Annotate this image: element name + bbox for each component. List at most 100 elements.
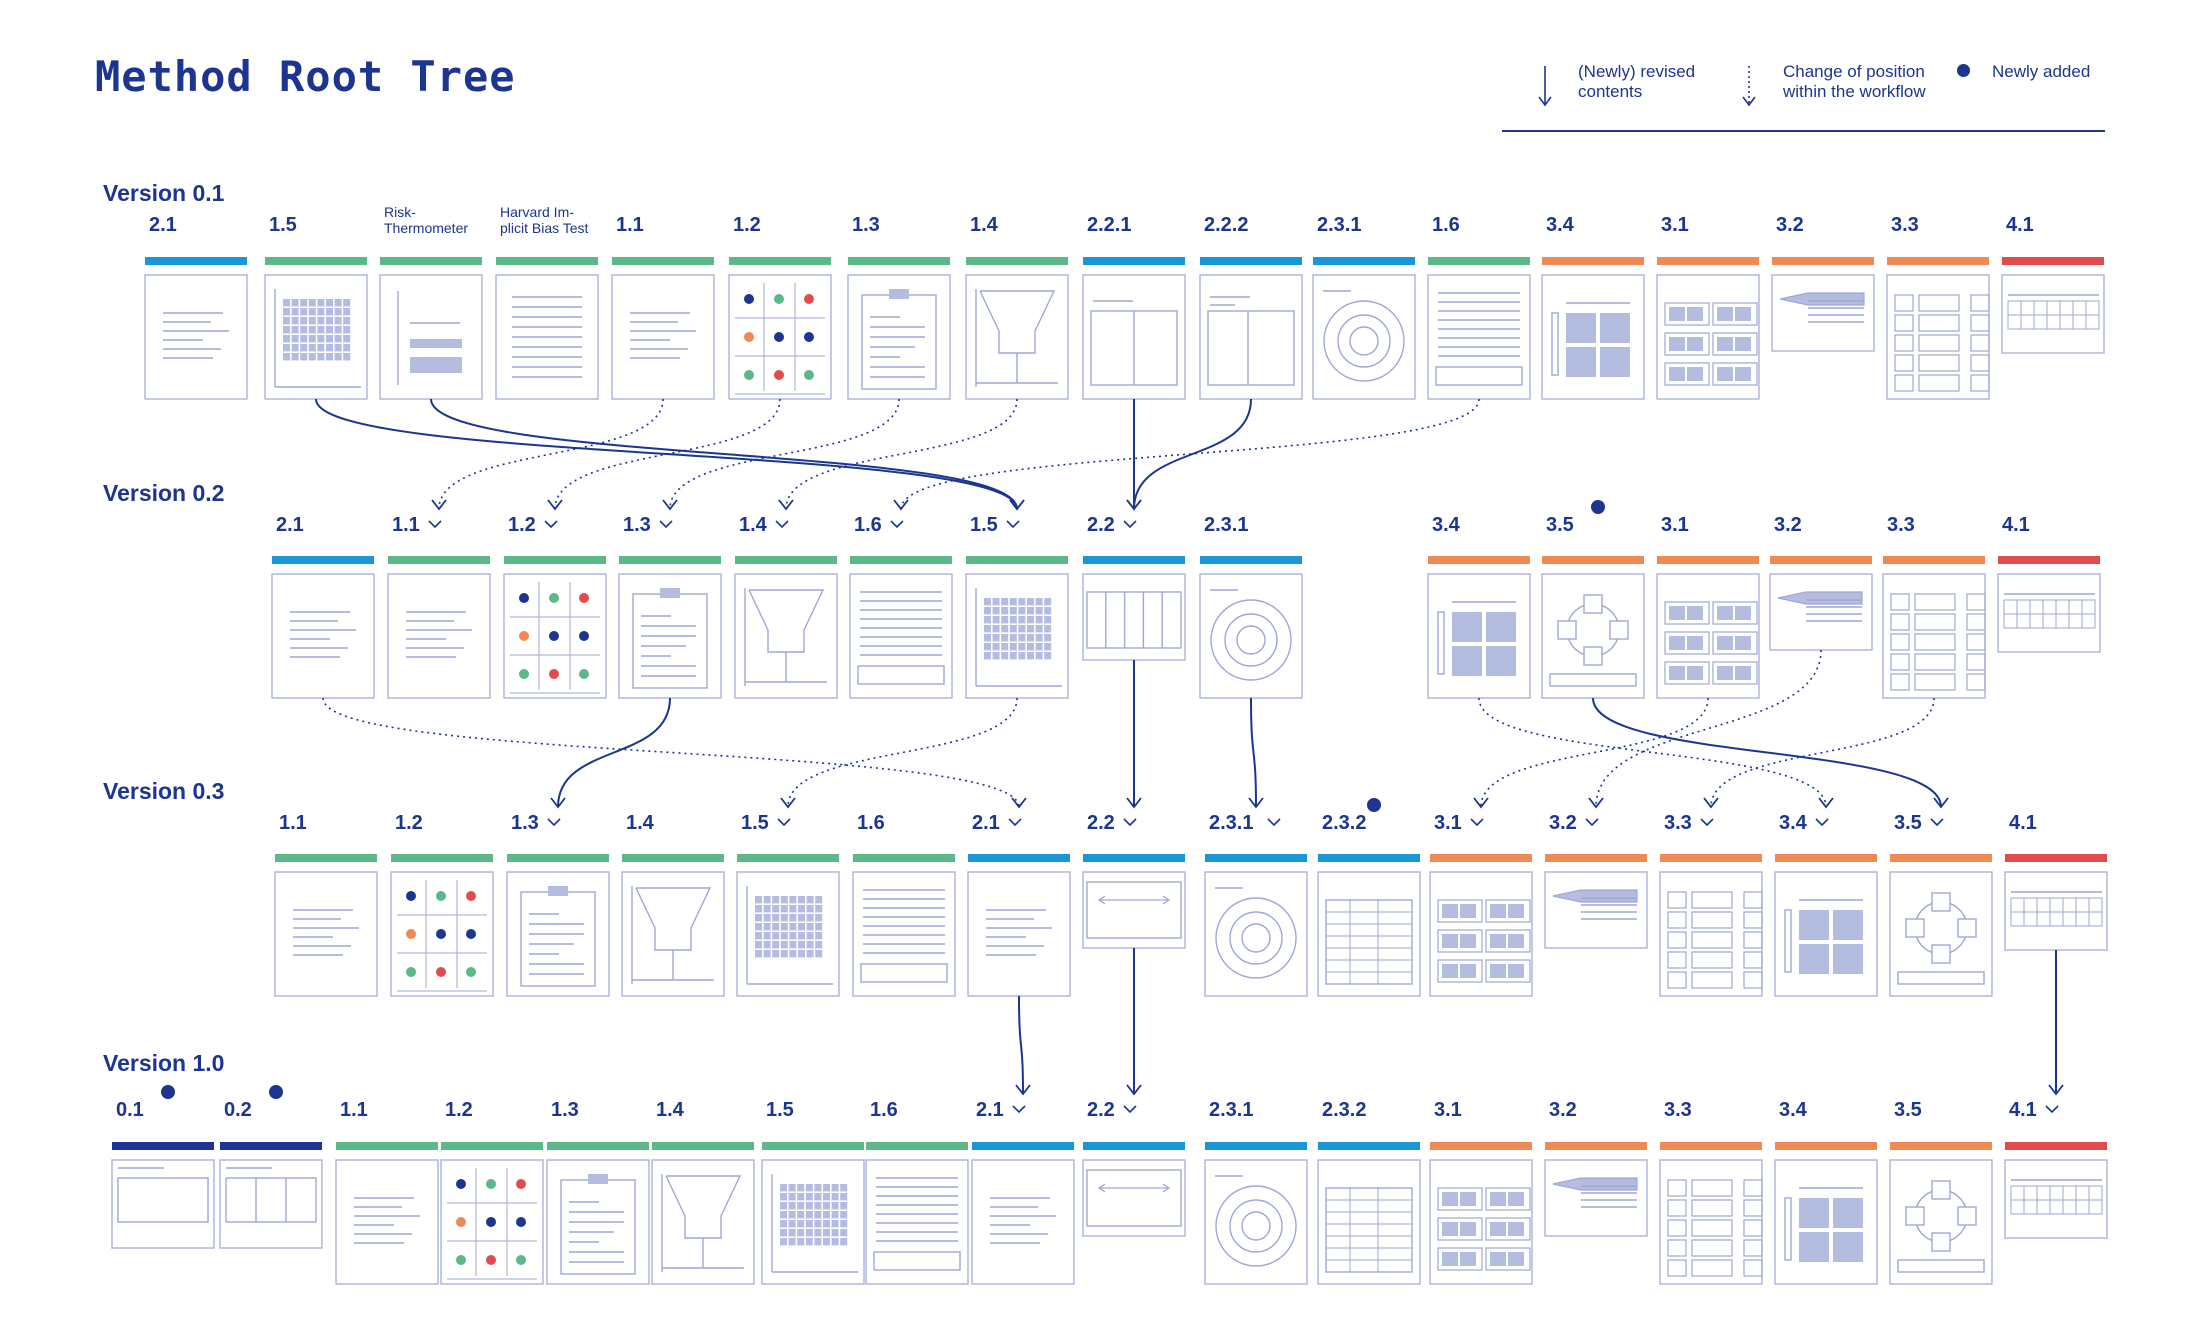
method-card-sheet	[2001, 274, 2105, 354]
legend-revised-label: (Newly) revised contents	[1578, 62, 1696, 101]
method-card-label: 1.5	[269, 214, 297, 236]
connection-arrowhead	[547, 499, 563, 511]
method-card-label: 2.3.2	[1322, 1099, 1366, 1121]
text-icon	[986, 909, 1052, 956]
form-icon	[1435, 292, 1523, 386]
method-card-sheet	[1997, 573, 2101, 653]
method-card-label: 3.4	[1546, 214, 1575, 236]
connection-arrowhead	[1126, 797, 1142, 809]
method-card-label: 1.2	[445, 1099, 473, 1121]
method-card-3-4: 3.4	[1774, 1099, 1878, 1285]
method-card-label: 3.2	[1549, 1099, 1577, 1121]
category-bar	[336, 1142, 438, 1150]
text-icon	[163, 312, 229, 359]
quad-icon	[1784, 1187, 1863, 1262]
moved-marker-icon	[1700, 818, 1714, 827]
moved-marker-icon	[777, 818, 791, 827]
connection-line	[430, 398, 1018, 510]
method-card-4-1: 4.1	[1997, 514, 2101, 653]
method-card-label: 1.3	[551, 1099, 579, 1121]
method-card-3-2: 3.2	[1769, 514, 1873, 651]
method-card-3-2: 3.2	[1544, 812, 1648, 949]
connection-line	[1592, 697, 1942, 808]
category-bar	[972, 1142, 1074, 1150]
category-bar	[1545, 1142, 1647, 1150]
method-card-sheet	[865, 1159, 969, 1285]
connection-arrowhead	[1011, 797, 1027, 809]
category-bar	[1775, 1142, 1877, 1150]
method-card-label: 1.1	[279, 812, 307, 834]
method-card-label: 2.3.1	[1204, 514, 1248, 536]
method-card-label: 4.1	[2009, 812, 2037, 834]
connection-line	[557, 697, 671, 808]
legend-moved-label: Change of position within the workflow	[1783, 62, 1926, 101]
method-card-1-5: 1.5	[965, 514, 1069, 699]
method-card-2-2-2: 2.2.2	[1199, 214, 1303, 400]
cycle-icon	[1897, 1180, 1985, 1273]
category-bar	[612, 257, 714, 265]
connection-arrowhead	[1126, 499, 1142, 511]
table2-icon	[1325, 1187, 1413, 1273]
method-card-label: 4.1	[2002, 514, 2030, 536]
method-card-label: 1.2	[395, 812, 423, 834]
category-bar	[380, 257, 482, 265]
connection-arrowhead	[778, 499, 794, 511]
method-card-sheet	[965, 573, 1069, 699]
method-card-sheet	[611, 274, 715, 400]
moved-marker-icon	[775, 520, 789, 529]
method-card-2-1: 2.1	[144, 214, 248, 400]
category-bar	[1318, 854, 1420, 862]
grid-chart-icon	[975, 588, 1062, 687]
method-card-label: 1.4	[739, 514, 768, 536]
version-label-0-2: Version 0.2	[103, 480, 225, 506]
calendar-icon	[2007, 294, 2100, 330]
category-bar	[729, 257, 831, 265]
method-card-harvard: Harvard Im-plicit Bias Test	[495, 204, 599, 400]
method-card-label: 4.1	[2006, 214, 2034, 236]
method-card-sheet	[736, 871, 840, 997]
category-bar	[735, 556, 837, 564]
category-bar	[547, 1142, 649, 1150]
category-bar	[652, 1142, 754, 1150]
connection-arrowhead	[550, 797, 566, 809]
category-bar	[1430, 1142, 1532, 1150]
method-card-sheet	[1204, 871, 1308, 997]
grid-chart-icon	[771, 1174, 858, 1273]
category-bar	[1890, 854, 1992, 862]
category-bar	[112, 1142, 214, 1150]
method-card-1-6: 1.6	[865, 1099, 969, 1285]
method-card-label: 3.4	[1779, 812, 1808, 834]
category-bar	[507, 854, 609, 862]
method-card-sheet	[852, 871, 956, 997]
target-icon	[1215, 1175, 1297, 1267]
method-card-sheet	[335, 1159, 439, 1285]
boxes-icon	[1664, 601, 1758, 685]
method-card-label: 1.2	[733, 214, 761, 236]
method-card-3-1: 3.1	[1429, 1099, 1533, 1285]
clipboard-icon	[632, 588, 708, 689]
method-card-1-6: 1.6	[849, 514, 953, 699]
newly-added-dot-icon	[1591, 500, 1605, 514]
category-bar	[848, 257, 950, 265]
category-bar	[1318, 1142, 1420, 1150]
method-card-label: 1.6	[854, 514, 882, 536]
text-icon	[406, 611, 472, 658]
category-bar	[966, 257, 1068, 265]
method-card-label: 1.3	[852, 214, 880, 236]
table2-icon	[1325, 899, 1413, 985]
method-card-2-2: 2.2	[1082, 514, 1186, 661]
category-bar	[2005, 854, 2107, 862]
method-card-1-2: 1.2	[503, 514, 607, 699]
boxes-icon	[1664, 302, 1758, 386]
method-card-label: 0.1	[116, 1099, 144, 1121]
method-card-sheet	[849, 573, 953, 699]
text-icon	[354, 1197, 420, 1244]
quad-icon	[1784, 899, 1863, 974]
cycle-icon	[1549, 594, 1637, 687]
method-card-label: Risk-Thermometer	[384, 204, 468, 236]
moved-marker-icon	[890, 520, 904, 529]
thermo-icon	[397, 291, 462, 385]
method-card-label: 2.3.2	[1322, 812, 1366, 834]
category-bar	[1890, 1142, 1992, 1150]
revised-marker-icon	[1012, 1105, 1026, 1114]
